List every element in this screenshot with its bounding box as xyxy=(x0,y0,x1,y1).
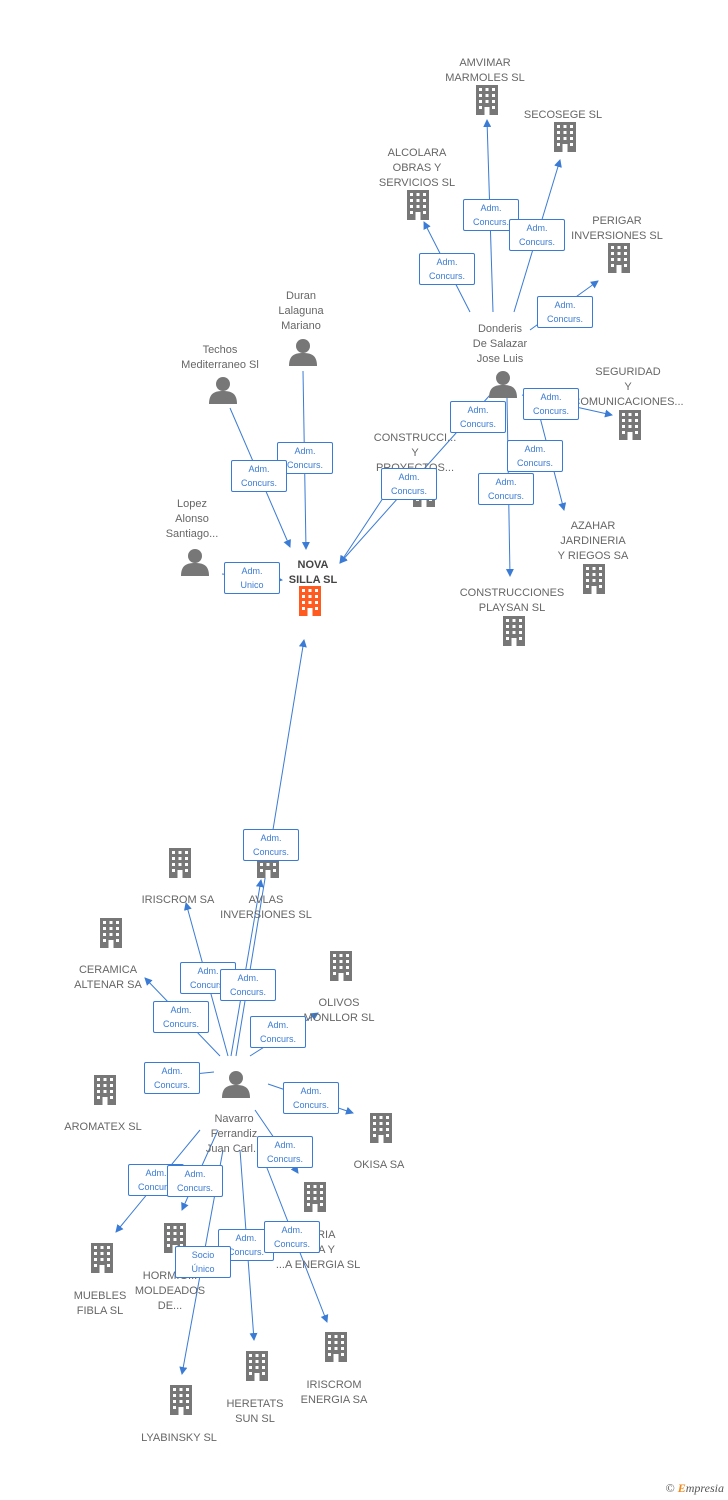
building-icon[interactable] xyxy=(94,1075,116,1105)
edge-label-donderis-secosege: Adm. Concurs. xyxy=(509,219,565,251)
node-label-muebles[interactable]: MUEBLES FIBLA SL xyxy=(73,1290,127,1317)
edge-label-navarro-lyabinsky: Socio Único xyxy=(175,1246,231,1278)
node-label-seguridad[interactable]: SEGURIDAD Y COMUNICACIONES... xyxy=(572,366,684,408)
edge-label-lopez-center: Adm. Unico xyxy=(224,562,280,594)
node-label-okisa[interactable]: OKISA SA xyxy=(353,1159,405,1171)
node-label-aromatex[interactable]: AROMATEX SL xyxy=(64,1121,142,1133)
building-icon[interactable] xyxy=(619,410,641,440)
building-icon[interactable] xyxy=(608,243,630,273)
node-label-secosege[interactable]: SECOSEGE SL xyxy=(523,109,603,121)
node-label-donderis[interactable]: Donderis De Salazar Jose Luis xyxy=(472,323,528,365)
person-icon[interactable] xyxy=(222,1071,250,1098)
edge-navarro-avlas xyxy=(230,879,264,1057)
edge-label-navarro-aromatex: Adm. Concurs. xyxy=(144,1062,200,1094)
node-label-olivos[interactable]: OLIVOS MONLLOR SL xyxy=(303,997,375,1024)
brand-name: mpresia xyxy=(685,1481,724,1495)
building-icon[interactable] xyxy=(304,1182,326,1212)
node-label-navarro[interactable]: Navarro Ferrandiz Juan Carl... xyxy=(205,1113,263,1155)
node-label-lyabinsky[interactable]: LYABINSKY SL xyxy=(141,1432,217,1444)
building-icon[interactable] xyxy=(330,951,352,981)
edge-label-donderis-center: Adm. Concurs. xyxy=(450,401,506,433)
node-label-ceramica[interactable]: CERAMICA ALTENAR SA xyxy=(74,964,142,991)
node-label-center[interactable]: NOVA SILLA SL xyxy=(288,559,338,586)
building-icon[interactable] xyxy=(554,122,576,152)
building-icon[interactable] xyxy=(370,1113,392,1143)
building-icon[interactable] xyxy=(583,564,605,594)
building-icon[interactable] xyxy=(407,190,429,220)
edge-label-donderis-seguridad: Adm. Concurs. xyxy=(523,388,579,420)
edge-label-navarro-okisa: Adm. Concurs. xyxy=(283,1082,339,1114)
edge-label-navarro-hormig: Adm. Concurs. xyxy=(167,1165,223,1197)
node-label-alcolara[interactable]: ALCOLARA OBRAS Y SERVICIOS SL xyxy=(378,147,456,189)
node-label-perigar[interactable]: PERIGAR INVERSIONES SL xyxy=(571,215,663,242)
brand-initial: E xyxy=(677,1481,686,1495)
edge-label-navarro-iriscromenergia: Adm. Concurs. xyxy=(264,1221,320,1253)
copyright-symbol: © xyxy=(665,1481,675,1495)
node-label-iriscrom[interactable]: IRISCROM SA xyxy=(141,894,215,906)
node-label-azahar[interactable]: AZAHAR JARDINERIA Y RIEGOS SA xyxy=(557,520,629,562)
footer-brand: © Empresia xyxy=(666,1481,724,1496)
building-icon[interactable] xyxy=(100,918,122,948)
person-icon[interactable] xyxy=(289,339,317,366)
node-label-playsan[interactable]: CONSTRUCCIONES PLAYSAN SL xyxy=(459,587,565,614)
person-icon[interactable] xyxy=(209,377,237,404)
person-icon[interactable] xyxy=(489,371,517,398)
edge-label-navarro-olivos: Adm. Concurs. xyxy=(250,1016,306,1048)
edge-label-navarro-ingenieria: Adm. Concurs. xyxy=(257,1136,313,1168)
node-label-duran[interactable]: Duran Lalaguna Mariano xyxy=(278,290,324,332)
node-label-avlas[interactable]: AVLAS INVERSIONES SL xyxy=(220,894,312,921)
edge-label-donderis-perigar: Adm. Concurs. xyxy=(537,296,593,328)
building-icon[interactable] xyxy=(325,1332,347,1362)
node-label-iriscromenergia[interactable]: IRISCROM ENERGIA SA xyxy=(300,1379,368,1406)
node-label-heretats[interactable]: HERETATS SUN SL xyxy=(226,1398,284,1425)
edge-label-donderis-alcolara: Adm. Concurs. xyxy=(419,253,475,285)
building-icon[interactable] xyxy=(246,1351,268,1381)
edge-label-navarro-center: Adm. Concurs. xyxy=(243,829,299,861)
edge-label-navarro-ceramica: Adm. Concurs. xyxy=(153,1001,209,1033)
building-icon[interactable] xyxy=(169,848,191,878)
edge-label-construcc-center: Adm. Concurs. xyxy=(381,468,437,500)
node-label-lopez[interactable]: Lopez Alonso Santiago... xyxy=(165,498,219,540)
person-icon[interactable] xyxy=(181,549,209,576)
edge-label-navarro-avlas: Adm. Concurs. xyxy=(220,969,276,1001)
node-label-techos[interactable]: Techos Mediterraneo Sl xyxy=(181,344,259,371)
edge-label-techos-center: Adm. Concurs. xyxy=(231,460,287,492)
edge-label-donderis-playsan: Adm. Concurs. xyxy=(478,473,534,505)
building-icon[interactable] xyxy=(503,616,525,646)
edge-label-donderis-azahar: Adm. Concurs. xyxy=(507,440,563,472)
node-label-amvimar[interactable]: AMVIMAR MARMOLES SL xyxy=(445,57,525,84)
center-building-icon[interactable] xyxy=(299,586,321,616)
